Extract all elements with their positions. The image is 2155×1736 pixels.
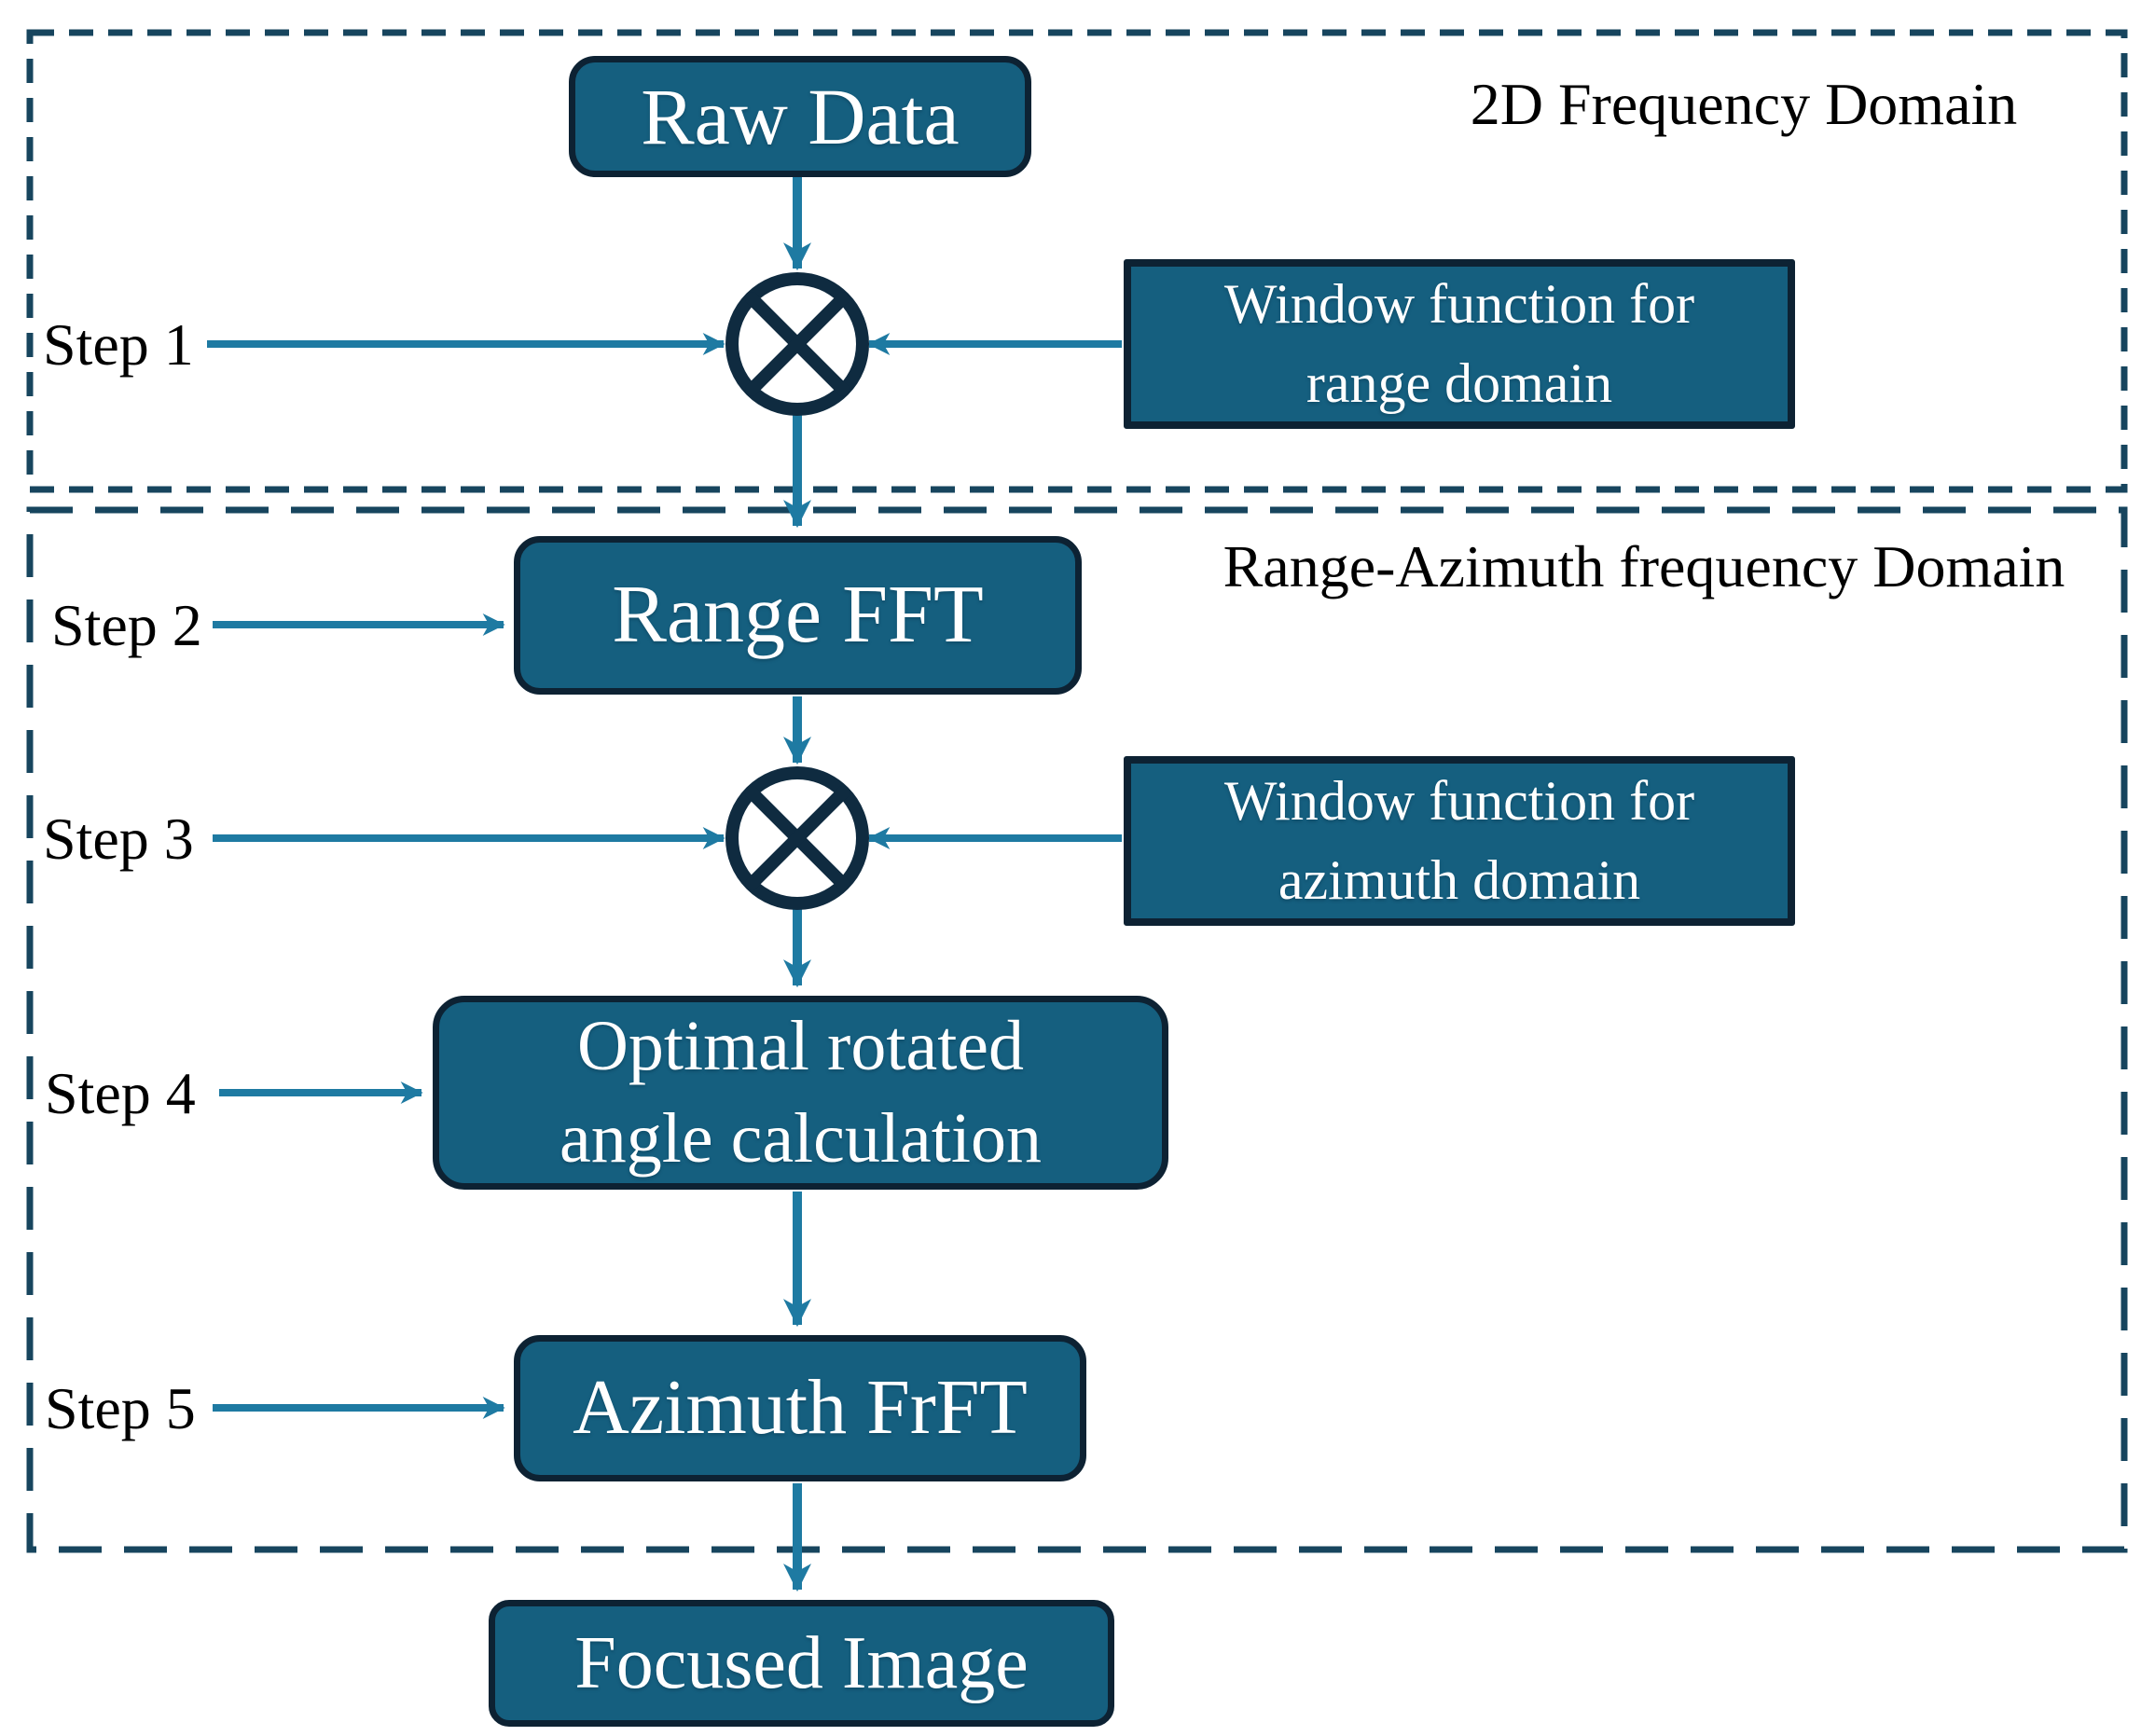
node-window-function-range: Window function for range domain [1124,259,1795,429]
node-window-azimuth-line1: Window function for [1223,769,1695,832]
step-label-4: Step 4 [45,1060,196,1126]
domain-region-2d-frequency [26,29,2128,493]
domain-label-range-azimuth: Range-Azimuth frequency Domain [1223,533,2065,599]
step-label-1: Step 1 [43,311,194,378]
node-azimuth-frft: Azimuth FrFT [514,1335,1086,1481]
multiplier-icon [725,272,869,416]
step-label-5: Step 5 [45,1375,196,1441]
domain-region-range-azimuth [26,506,2128,1553]
node-optimal-rotated-angle: Optimal rotated angle calculation [433,996,1168,1190]
node-raw-data: Raw Data [569,56,1031,177]
node-optimal-line1: Optimal rotated [576,1007,1025,1086]
step-label-2: Step 2 [51,592,202,658]
node-window-function-azimuth: Window function for azimuth domain [1124,756,1795,926]
node-azimuth-frft-label: Azimuth FrFT [573,1364,1028,1452]
node-focused-image: Focused Image [489,1600,1114,1727]
step-label-3: Step 3 [43,806,194,872]
node-raw-data-label: Raw Data [641,71,960,161]
node-window-range-line2: range domain [1305,352,1613,414]
node-optimal-line2: angle calculation [559,1099,1042,1178]
node-window-range-line1: Window function for [1223,272,1695,335]
node-window-azimuth-line2: azimuth domain [1278,849,1641,911]
multiplier-icon [725,766,869,910]
node-range-fft: Range FFT [514,536,1082,695]
node-focused-image-label: Focused Image [574,1622,1029,1704]
node-range-fft-label: Range FFT [612,570,984,661]
domain-label-2d-frequency: 2D Frequency Domain [1470,71,2018,137]
